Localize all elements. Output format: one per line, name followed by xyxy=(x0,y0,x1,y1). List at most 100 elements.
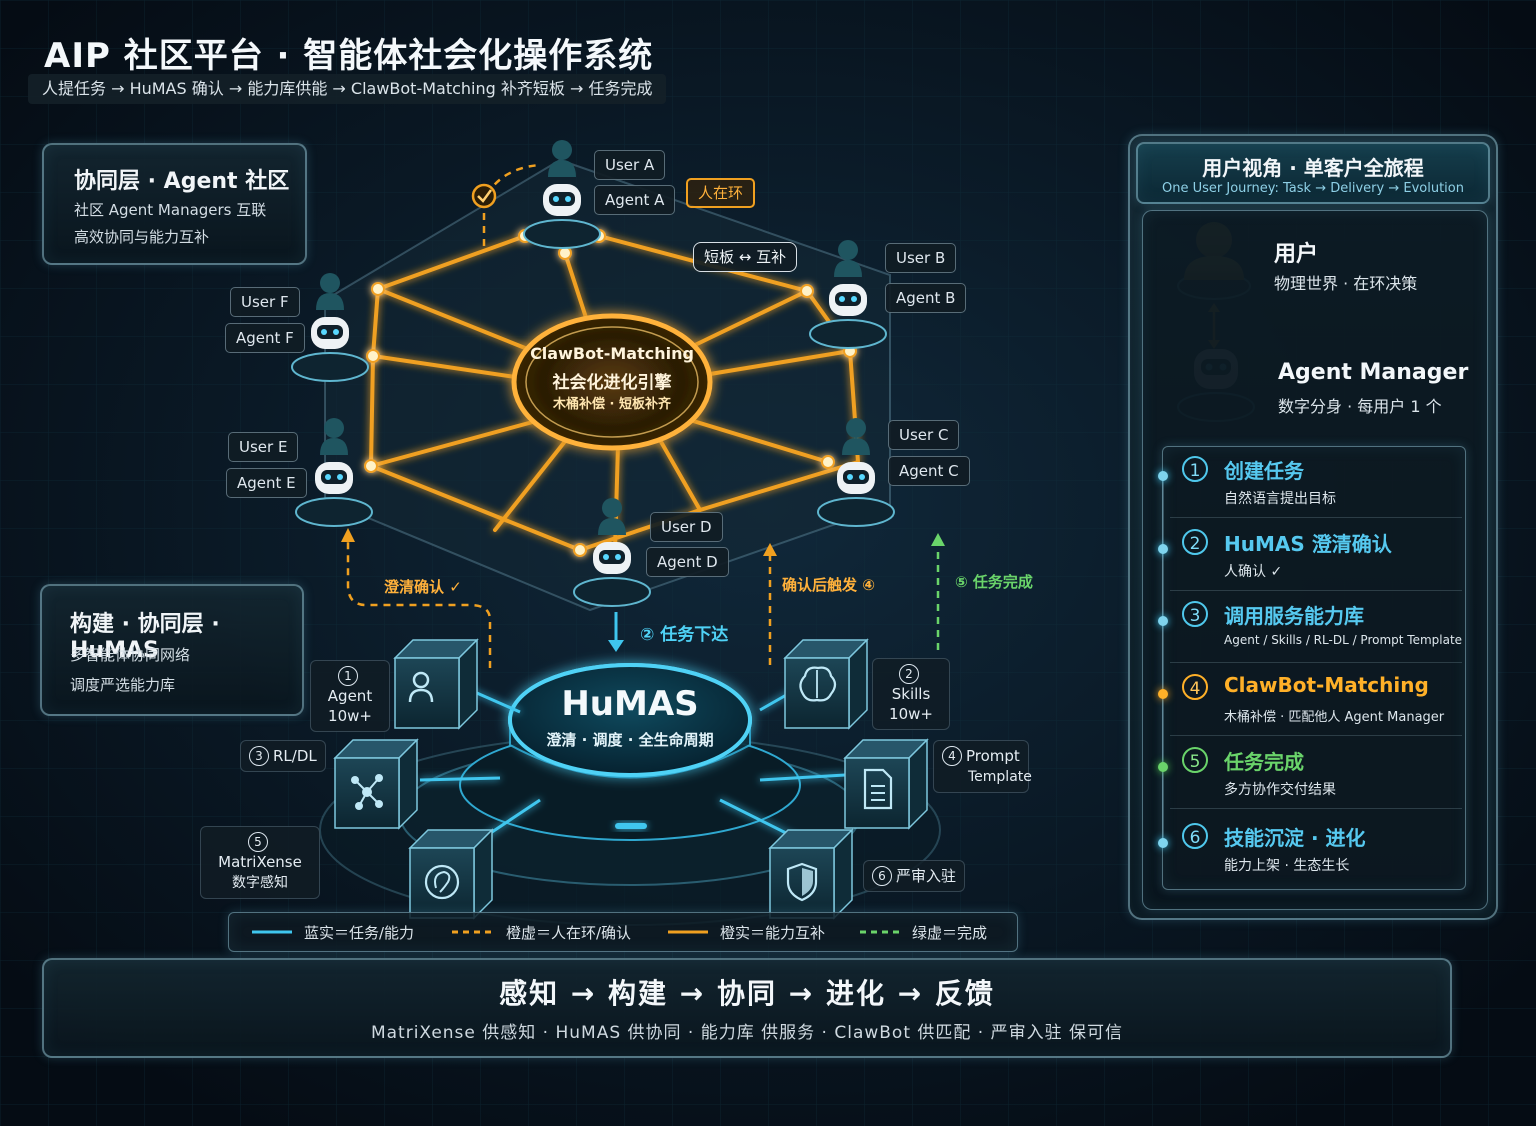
journey-step-2-desc: 人确认 ✓ xyxy=(1224,564,1283,580)
library-rldl-name: RL/DL xyxy=(273,747,317,765)
agent-d-tag: Agent D xyxy=(646,547,729,577)
journey-step-5-desc: 多方协作交付结果 xyxy=(1224,782,1336,798)
user-d-tag: User D xyxy=(650,512,723,542)
journey-step-2-num: 2 xyxy=(1182,529,1208,555)
journey-step-2-dot xyxy=(1158,544,1168,554)
legend-blue-solid: 蓝实＝任务/能力 xyxy=(304,924,415,942)
left-mid-panel-line1: 多智能体协同网络 xyxy=(70,646,191,664)
journey-step-3-desc: Agent / Skills / RL-DL / Prompt Template xyxy=(1224,633,1463,647)
library-skills-name: Skills xyxy=(891,685,931,703)
library-matrixense-num: 5 xyxy=(248,832,268,852)
dispatch-label: ② 任务下达 xyxy=(640,625,729,645)
engine-label-2: 社会化进化引擎 xyxy=(552,373,672,393)
left-mid-panel-title: 构建 · 协同层 · HuMAS xyxy=(70,612,220,663)
trigger-label: 确认后触发 ④ xyxy=(782,576,875,594)
journey-step-3-num: 3 xyxy=(1182,601,1208,627)
library-review-name: 严审入驻 xyxy=(896,867,957,885)
library-rldl-num: 3 xyxy=(249,746,269,766)
journey-step-3-title: 调用服务能力库 xyxy=(1224,604,1364,628)
user-f-tag: User F xyxy=(230,287,300,317)
library-skills-sub: 10w+ xyxy=(889,705,933,723)
humas-subtitle: 澄清 · 调度 · 全生命周期 xyxy=(546,731,714,749)
agent-c-tag: Agent C xyxy=(888,456,970,486)
journey-step-4-dot xyxy=(1158,689,1168,699)
left-top-panel-title: 协同层 · Agent 社区 xyxy=(74,169,290,194)
library-skills-num: 2 xyxy=(899,664,919,684)
footer-detail: MatriXense 供感知 · HuMAS 供协同 · 能力库 供服务 · C… xyxy=(370,1023,1124,1043)
journey-step-2: 2 HuMAS 澄清确认 人确认 ✓ xyxy=(1158,525,1462,591)
journey-step-6-num: 6 xyxy=(1182,823,1208,849)
left-mid-panel: 构建 · 协同层 · HuMAS 多智能体协同网络 调度严选能力库 xyxy=(40,584,304,716)
legend-green-dashed: 绿虚＝完成 xyxy=(912,924,988,942)
journey-step-6: 6 技能沉淀 · 进化 能力上架 · 生态生长 xyxy=(1158,819,1462,885)
engine-label-1: ClawBot-Matching xyxy=(530,344,694,363)
journey-manager-desc: 数字分身 · 每用户 1 个 xyxy=(1278,397,1442,416)
library-agent-sub: 10w+ xyxy=(328,707,372,725)
complement-tag: 短板 ↔ 互补 xyxy=(693,242,798,272)
user-c-tag: User C xyxy=(888,420,960,450)
journey-step-2-title: HuMAS 澄清确认 xyxy=(1224,532,1392,556)
left-top-panel-line1: 社区 Agent Managers 互联 xyxy=(74,201,267,219)
journey-step-1: 1 创建任务 自然语言提出目标 xyxy=(1158,452,1462,518)
journey-step-4-num: 4 xyxy=(1182,674,1208,700)
journey-step-6-dot xyxy=(1158,838,1168,848)
journey-step-1-desc: 自然语言提出目标 xyxy=(1224,491,1336,507)
library-review-num: 6 xyxy=(872,866,892,886)
journey-step-5: 5 任务完成 多方协作交付结果 xyxy=(1158,743,1462,809)
complete-label: ⑤ 任务完成 xyxy=(955,573,1033,591)
journey-timeline xyxy=(1162,476,1164,842)
agent-e-tag: Agent E xyxy=(226,468,307,498)
journey-manager-title: Agent Manager xyxy=(1278,360,1469,385)
footer-flow: 感知 → 构建 → 协同 → 进化 → 反馈 xyxy=(499,977,995,1010)
journey-user-desc: 物理世界 · 在环决策 xyxy=(1274,274,1418,293)
journey-user-title: 用户 xyxy=(1274,242,1319,267)
journey-step-4: 4 ClawBot-Matching 木桶补偿 · 匹配他人 Agent Man… xyxy=(1158,670,1462,736)
legend-amber-solid: 橙实＝能力互补 xyxy=(720,924,826,942)
journey-title: 用户视角 · 单客户全旅程 xyxy=(1202,156,1424,180)
library-skills-label: 2Skills 10w+ xyxy=(872,658,950,730)
agent-a-tag: Agent A xyxy=(594,185,676,215)
library-matrixense-label: 5MatriXense 数字感知 xyxy=(200,826,320,899)
journey-subtitle: One User Journey: Task → Delivery → Evol… xyxy=(1162,181,1464,196)
page-subtitle: 人提任务 → HuMAS 确认 → 能力库供能 → ClawBot-Matchi… xyxy=(28,74,667,104)
left-top-panel-line2: 高效协同与能力互补 xyxy=(74,228,210,246)
humas-title: HuMAS xyxy=(561,684,699,724)
clarify-label: 澄清确认 ✓ xyxy=(384,578,462,596)
journey-step-1-title: 创建任务 xyxy=(1224,459,1304,483)
library-agent-num: 1 xyxy=(338,666,358,686)
journey-step-3: 3 调用服务能力库 Agent / Skills / RL-DL / Promp… xyxy=(1158,597,1463,663)
engine-label-3: 木桶补偿 · 短板补齐 xyxy=(553,397,671,412)
journey-step-3-dot xyxy=(1158,616,1168,626)
legend-amber-dashed: 橙虚＝人在环/确认 xyxy=(506,924,632,942)
journey-step-6-title: 技能沉淀 · 进化 xyxy=(1224,826,1366,850)
journey-step-5-dot xyxy=(1158,762,1168,772)
journey-step-6-desc: 能力上架 · 生态生长 xyxy=(1224,858,1350,874)
journey-step-5-num: 5 xyxy=(1182,747,1208,773)
journey-header: 用户视角 · 单客户全旅程 One User Journey: Task → D… xyxy=(1136,142,1490,204)
journey-step-1-dot xyxy=(1158,471,1168,481)
library-prompt-name: Prompt xyxy=(966,747,1020,765)
page-title: AIP 社区平台 · 智能体社会化操作系统 xyxy=(44,36,654,76)
user-e-tag: User E xyxy=(228,432,299,462)
journey-step-4-title: ClawBot-Matching xyxy=(1224,673,1429,697)
footer-panel: 感知 → 构建 → 协同 → 进化 → 反馈 MatriXense 供感知 · … xyxy=(42,958,1452,1058)
human-in-loop-tag: 人在环 xyxy=(686,178,756,208)
library-matrixense-sub: 数字感知 xyxy=(232,875,288,891)
agent-f-tag: Agent F xyxy=(225,323,305,353)
journey-step-4-desc: 木桶补偿 · 匹配他人 Agent Manager xyxy=(1224,710,1445,725)
library-prompt-sub: Template xyxy=(968,769,1032,785)
left-top-panel: 协同层 · Agent 社区 社区 Agent Managers 互联 高效协同… xyxy=(42,143,307,265)
library-agent-name: Agent xyxy=(327,687,373,705)
library-agent-label: 1Agent 10w+ xyxy=(310,660,390,732)
library-prompt-num: 4 xyxy=(942,746,962,766)
journey-step-5-title: 任务完成 xyxy=(1224,750,1304,774)
user-a-tag: User A xyxy=(594,150,666,180)
journey-step-1-num: 1 xyxy=(1182,456,1208,482)
user-b-tag: User B xyxy=(885,243,957,273)
journey-steps-frame xyxy=(1162,446,1466,890)
library-matrixense-name: MatriXense xyxy=(218,853,302,871)
agent-b-tag: Agent B xyxy=(885,283,967,313)
